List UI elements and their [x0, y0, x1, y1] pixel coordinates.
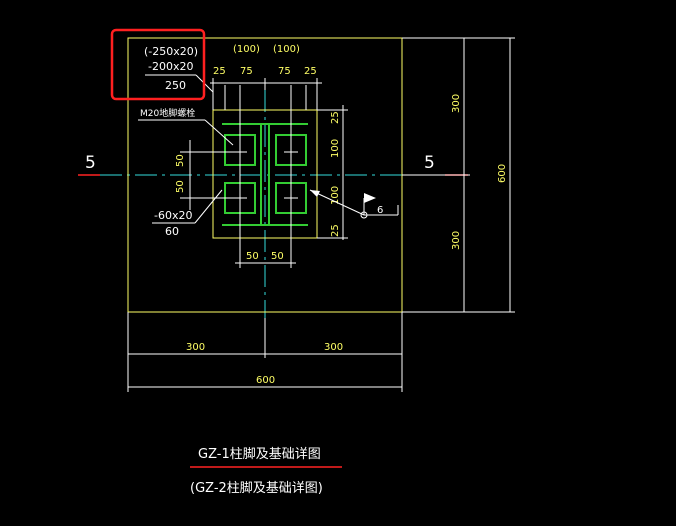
- plate-label-line2: 60: [165, 225, 179, 238]
- top-dim-75-left: 75: [240, 66, 253, 77]
- title-gz1: GZ-1柱脚及基础详图: [198, 446, 321, 462]
- anchor-bolt-label-group: M20地脚螺栓: [138, 107, 234, 146]
- highlight-box: [110, 28, 206, 101]
- right-inner-dim-25-bottom: 25: [330, 224, 341, 237]
- right-inner-dimensions: 25 100 100 25: [317, 105, 348, 240]
- bottom-inner-dim-left: 50: [246, 251, 259, 262]
- section-label-right: 5: [424, 153, 435, 173]
- top-dim-25-left: 25: [213, 66, 226, 77]
- column-section: [222, 123, 308, 226]
- left-dimensions: 50 50: [175, 140, 191, 210]
- right-inner-dim-100-bottom: 100: [330, 186, 341, 205]
- left-dim-lower: 50: [175, 180, 186, 193]
- bottom-outer-dim-left: 300: [186, 342, 205, 353]
- annotation-line1: (-250x20): [144, 45, 198, 58]
- top-dim-75-right: 75: [278, 66, 291, 77]
- left-dim-upper: 50: [175, 154, 186, 167]
- bottom-outer-dim-total: 600: [256, 375, 275, 386]
- top-dim-25-right: 25: [304, 66, 317, 77]
- bottom-outer-dim-right: 300: [324, 342, 343, 353]
- anchor-bolt-label: M20地脚螺栓: [140, 107, 195, 119]
- right-outer-dimensions: 300 300 600: [402, 37, 515, 313]
- top-dim-paren-right: (100): [273, 44, 300, 55]
- plate-annotation: (-250x20) -200x20 250: [110, 28, 214, 101]
- title-gz2: (GZ-2柱脚及基础详图): [190, 480, 323, 496]
- right-inner-dim-25-top: 25: [330, 111, 341, 124]
- drawing-titles: GZ-1柱脚及基础详图 (GZ-2柱脚及基础详图): [190, 446, 342, 496]
- bottom-inner-dimensions: 50 50: [235, 251, 296, 264]
- right-outer-dim-total: 600: [497, 164, 508, 183]
- base-plate: [212, 109, 318, 239]
- top-dim-paren-left: (100): [233, 44, 260, 55]
- plate-label-line1: -60x20: [154, 209, 192, 222]
- weld-size-label: 6: [377, 205, 383, 216]
- section-label-left: 5: [85, 153, 96, 173]
- right-inner-dim-100-top: 100: [330, 139, 341, 158]
- right-outer-dim-upper: 300: [451, 94, 462, 113]
- stiffener-plate-label: -60x20 60: [152, 189, 223, 238]
- right-outer-dim-lower: 300: [451, 231, 462, 250]
- bottom-outer-dimensions: 300 300 600: [127, 312, 403, 392]
- bottom-inner-dim-right: 50: [271, 251, 284, 262]
- top-dimensions: (100) (100) 25 75 75 25: [210, 44, 322, 110]
- annotation-line3: 250: [165, 79, 186, 92]
- weld-symbol: 6: [309, 189, 399, 219]
- annotation-line2: -200x20: [148, 60, 193, 73]
